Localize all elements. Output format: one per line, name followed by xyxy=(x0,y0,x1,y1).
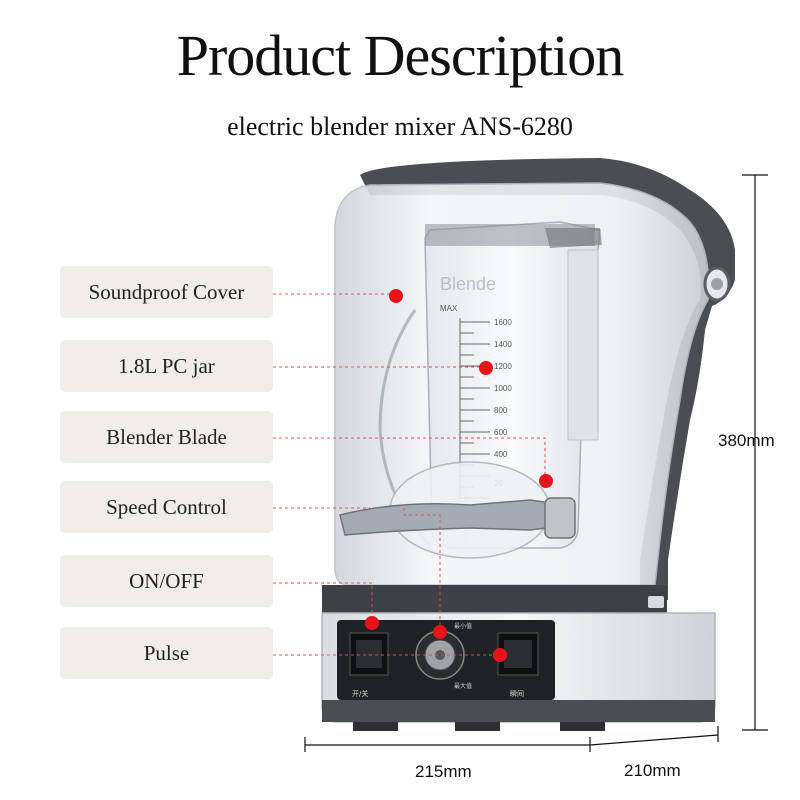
product-subtitle: electric blender mixer ANS-6280 xyxy=(227,112,573,141)
marker-blender-blade xyxy=(539,474,553,488)
label-soundproof-cover: Soundproof Cover xyxy=(60,266,273,318)
svg-text:最小值: 最小值 xyxy=(454,622,472,630)
jar-max-text: MAX xyxy=(440,304,458,313)
page-title: Product Description xyxy=(176,23,625,88)
label-on-off: ON/OFF xyxy=(60,555,273,607)
jar-brand-text: Blende xyxy=(440,274,496,294)
marker-soundproof-cover xyxy=(389,289,403,303)
svg-text:开/关: 开/关 xyxy=(352,689,368,698)
marker-on-off xyxy=(365,616,379,630)
height-dimension: 380mm xyxy=(718,431,775,450)
marker-pulse xyxy=(493,648,507,662)
svg-text:1200: 1200 xyxy=(494,362,512,371)
depth-dimension: 210mm xyxy=(624,761,681,780)
svg-text:1000: 1000 xyxy=(494,384,512,393)
label-pulse: Pulse xyxy=(60,627,273,679)
marker-speed-control xyxy=(433,625,447,639)
label-pc-jar: 1.8L PC jar xyxy=(60,340,273,392)
dimension-lines xyxy=(304,174,768,752)
svg-text:600: 600 xyxy=(494,428,508,437)
svg-text:1400: 1400 xyxy=(494,340,512,349)
width-dimension: 215mm xyxy=(415,762,472,781)
feature-markers xyxy=(365,289,553,662)
svg-text:最大值: 最大值 xyxy=(454,682,472,690)
marker-pc-jar xyxy=(479,361,493,375)
svg-text:瞬间: 瞬间 xyxy=(510,690,524,698)
label-blender-blade: Blender Blade xyxy=(60,411,273,463)
svg-text:1600: 1600 xyxy=(494,318,512,327)
leader-lines xyxy=(273,293,546,656)
base-band xyxy=(322,585,667,613)
svg-text:800: 800 xyxy=(494,406,508,415)
label-speed-control: Speed Control xyxy=(60,481,273,533)
cover-frame xyxy=(360,158,735,600)
svg-text:400: 400 xyxy=(494,450,508,459)
